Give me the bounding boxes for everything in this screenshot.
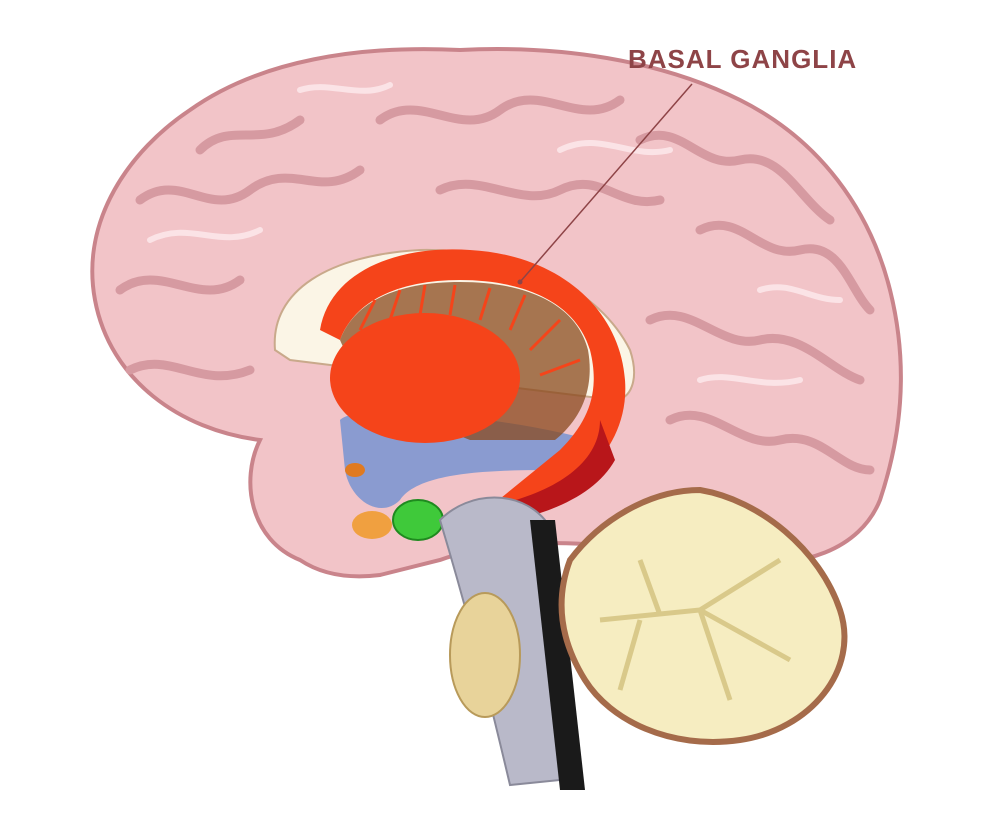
pons bbox=[449, 592, 521, 718]
striations bbox=[358, 284, 581, 377]
fourth-ventricle bbox=[530, 520, 585, 790]
basal-ganglia-label: BASAL GANGLIA bbox=[628, 44, 858, 74]
pituitary bbox=[352, 511, 392, 539]
arbor-vitae bbox=[599, 557, 792, 701]
thalamus bbox=[330, 313, 520, 443]
amygdala bbox=[392, 499, 444, 541]
pineal bbox=[345, 463, 365, 477]
